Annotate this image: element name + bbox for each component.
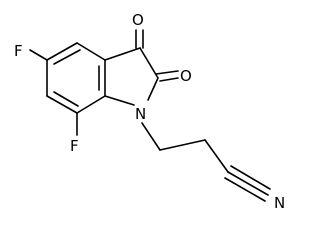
bond-c6-c7-inner [53, 91, 79, 107]
nitrogen-label-nitrile: N [274, 194, 285, 212]
pyrrolidine-ring [104, 47, 159, 106]
fluorine-label-bottom: F [70, 137, 79, 155]
fluorine-label-top: F [14, 42, 23, 60]
bond-n1-c7a [104, 95, 135, 106]
bond-c4-c5 [46, 42, 78, 61]
bond-c3-c2 [139, 47, 159, 79]
bond-c7-c7a [76, 95, 106, 114]
bond-c5-f [29, 49, 48, 61]
molecule-drawing: F F O O N N [14, 11, 285, 212]
bond-c4-c5-inner [53, 49, 81, 65]
carbonyl-groups [135, 29, 179, 82]
bond-ca-cb [159, 139, 206, 151]
bond-cn-triple-b [224, 177, 266, 202]
bond-n1-ca [141, 122, 161, 151]
oxygen-label-ketone: O [132, 11, 144, 29]
bond-c2-o-b [159, 77, 179, 82]
bond-cc-cn [227, 171, 269, 196]
oxygen-label-amide: O [180, 67, 192, 85]
structure-diagram: F F O O N N [14, 11, 285, 212]
bond-c6-c7 [46, 95, 78, 114]
benzene-ring [46, 42, 106, 114]
bond-c3a-c4 [76, 42, 106, 61]
nitrogen-label-ring: N [135, 105, 146, 123]
bond-c2-o-a [155, 70, 179, 75]
bond-c3a-c3 [104, 47, 141, 61]
bond-c2-n1 [147, 77, 159, 101]
bond-cn-triple-a [230, 165, 271, 190]
bond-cb-cc [204, 139, 229, 173]
cyanopropyl-chain [141, 122, 271, 202]
